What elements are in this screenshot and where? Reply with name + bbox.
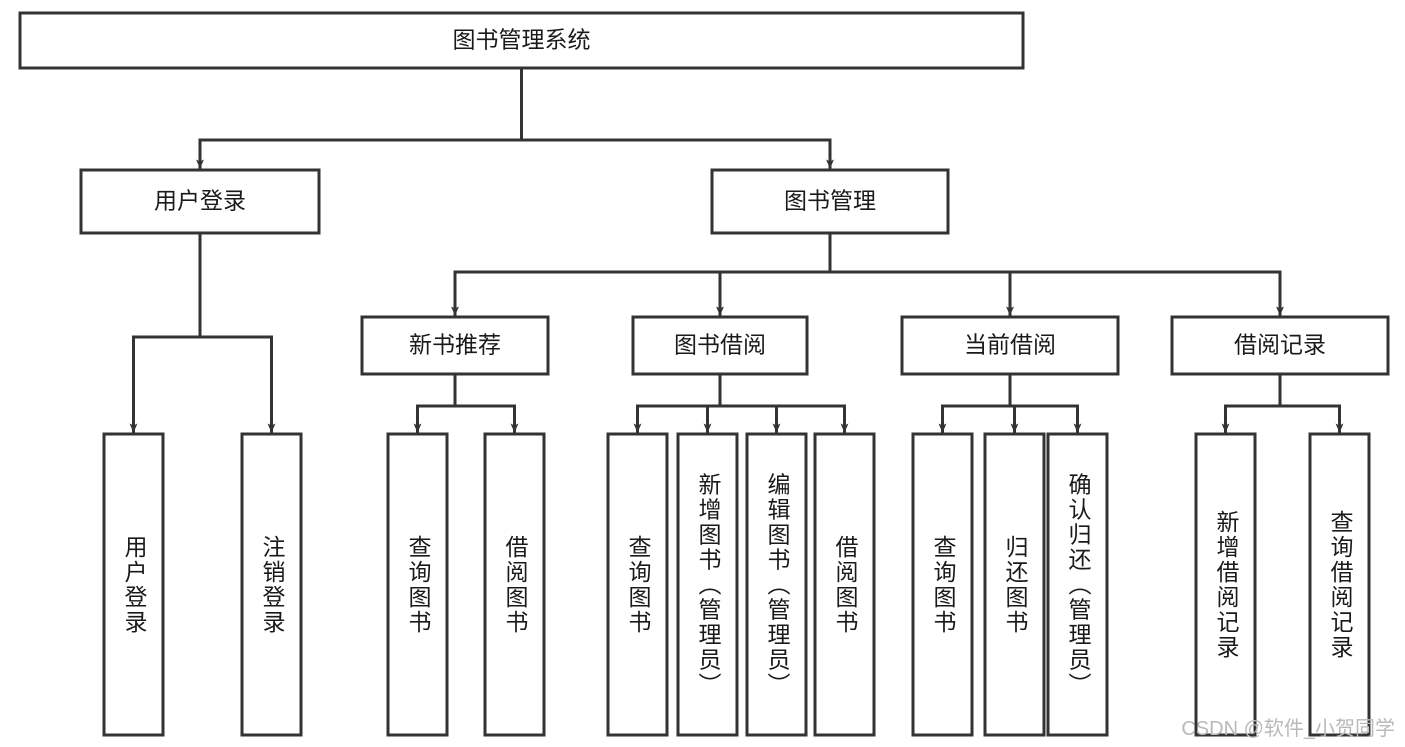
node-box-leaf-confirm-return-admin[interactable]	[1046, 432, 1109, 737]
node-box-current-borrow[interactable]	[900, 315, 1120, 376]
node-box-leaf-borrow-book-1[interactable]	[483, 432, 546, 737]
node-label-new-book-recommend: 新书推荐	[409, 332, 501, 358]
node-box-leaf-borrow-book-2[interactable]	[813, 432, 876, 737]
node-box-user-login[interactable]	[79, 168, 321, 235]
node-box-book-management[interactable]	[710, 168, 950, 235]
node-box-new-book-recommend[interactable]	[360, 315, 550, 376]
node-box-leaf-query-book-1[interactable]	[386, 432, 449, 737]
node-label-book-management: 图书管理	[784, 188, 876, 214]
node-box-leaf-query-borrow-record[interactable]	[1308, 432, 1371, 737]
node-label-root: 图书管理系统	[453, 27, 591, 53]
node-box-leaf-add-borrow-record[interactable]	[1194, 432, 1257, 737]
watermark-text: CSDN @软件_小贺同学	[1181, 718, 1395, 740]
node-box-leaf-user-login[interactable]	[102, 432, 165, 737]
node-label-book-borrow: 图书借阅	[674, 332, 766, 358]
node-label-borrow-record: 借阅记录	[1234, 332, 1326, 358]
node-label-user-login: 用户登录	[154, 188, 246, 214]
node-box-book-borrow[interactable]	[631, 315, 809, 376]
node-box-leaf-edit-book-admin[interactable]	[745, 432, 808, 737]
node-box-leaf-add-book-admin[interactable]	[676, 432, 739, 737]
node-box-leaf-return-book[interactable]	[983, 432, 1046, 737]
node-box-leaf-query-book-3[interactable]	[911, 432, 974, 737]
node-box-leaf-query-book-2[interactable]	[606, 432, 669, 737]
node-label-current-borrow: 当前借阅	[964, 332, 1056, 358]
node-box-leaf-logout[interactable]	[240, 432, 303, 737]
node-box-root[interactable]	[18, 11, 1025, 70]
edges-layer	[129, 66, 1344, 434]
boxes-layer	[18, 11, 1390, 737]
node-box-borrow-record[interactable]	[1170, 315, 1390, 376]
